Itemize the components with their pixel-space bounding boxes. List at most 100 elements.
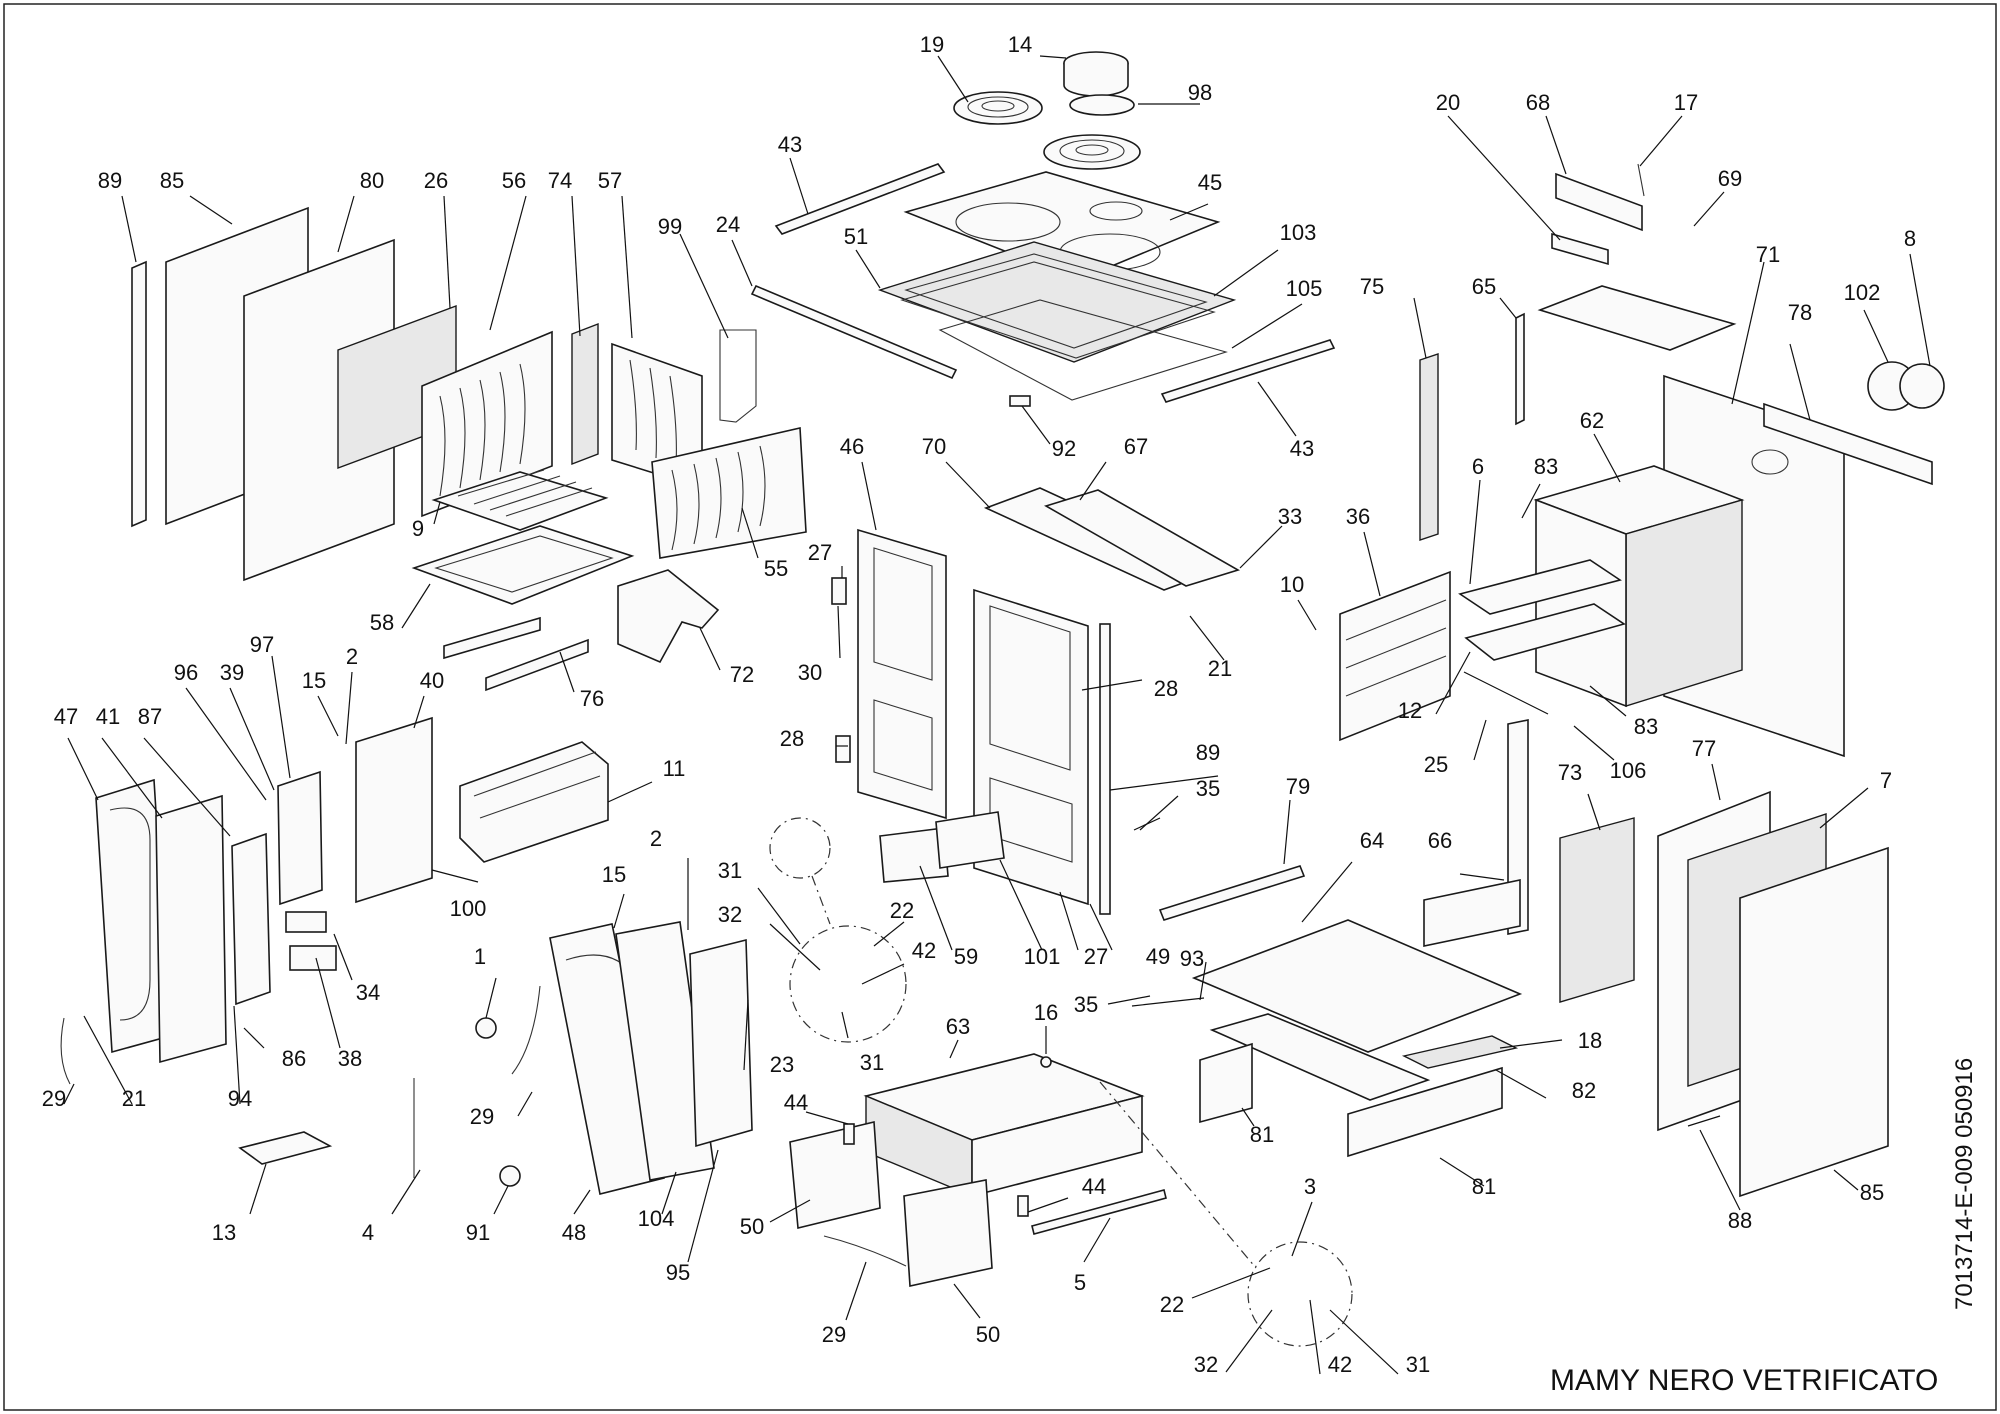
callout-50-right: 50 bbox=[976, 1322, 1000, 1347]
callout-102: 102 bbox=[1844, 280, 1881, 305]
callout-31: 31 bbox=[718, 858, 742, 883]
hook-99 bbox=[719, 329, 757, 423]
callout-35: 35 bbox=[1196, 776, 1220, 801]
callout-65: 65 bbox=[1472, 274, 1496, 299]
plate-13 bbox=[238, 1131, 333, 1165]
callout-40: 40 bbox=[420, 668, 444, 693]
callout-88: 88 bbox=[1728, 1208, 1752, 1233]
callout-29-left: 29 bbox=[42, 1086, 66, 1111]
gasket-105 bbox=[938, 299, 1228, 401]
glass-41 bbox=[155, 794, 227, 1064]
detail-circle-hinge bbox=[789, 925, 907, 1043]
plate-72 bbox=[617, 569, 720, 664]
hob-ring-2 bbox=[1043, 134, 1141, 170]
callout-32-lower: 32 bbox=[1194, 1352, 1218, 1377]
callout-98: 98 bbox=[1188, 80, 1212, 105]
callout-73: 73 bbox=[1558, 760, 1582, 785]
glass-23 bbox=[689, 938, 753, 1148]
clip-92 bbox=[1009, 395, 1031, 407]
callout-72: 72 bbox=[730, 662, 754, 687]
strip-75 bbox=[1419, 353, 1439, 541]
drawer-front-50b bbox=[903, 1179, 993, 1287]
knob-1 bbox=[475, 1017, 497, 1039]
strip-88 bbox=[1687, 1115, 1721, 1127]
callout-51: 51 bbox=[844, 224, 868, 249]
callout-106: 106 bbox=[1610, 758, 1647, 783]
callout-31-mid: 31 bbox=[860, 1050, 884, 1075]
panel-79 bbox=[1158, 865, 1306, 921]
callout-3: 3 bbox=[1304, 1174, 1316, 1199]
callout-75: 75 bbox=[1360, 274, 1384, 299]
panel-59 bbox=[879, 827, 949, 883]
callout-15-lower: 15 bbox=[602, 862, 626, 887]
callout-44: 44 bbox=[784, 1090, 808, 1115]
drawer-63 bbox=[863, 1053, 1145, 1198]
callout-56: 56 bbox=[502, 168, 526, 193]
callout-27: 27 bbox=[808, 540, 832, 565]
rail-43-right bbox=[1160, 339, 1336, 403]
callout-66: 66 bbox=[1428, 828, 1452, 853]
rail-24 bbox=[750, 284, 958, 380]
callout-19: 19 bbox=[920, 32, 944, 57]
rail-43-top bbox=[774, 163, 946, 235]
callout-7: 7 bbox=[1880, 768, 1892, 793]
gasket-103 bbox=[900, 261, 1216, 359]
callout-101: 101 bbox=[1024, 944, 1061, 969]
callout-95: 95 bbox=[666, 1260, 690, 1285]
bracket-44a bbox=[843, 1123, 855, 1145]
callout-47: 47 bbox=[54, 704, 78, 729]
callout-62: 62 bbox=[1580, 408, 1604, 433]
plate-94 bbox=[231, 832, 271, 1006]
callout-33: 33 bbox=[1278, 504, 1302, 529]
latch-27 bbox=[831, 577, 847, 605]
callout-39: 39 bbox=[220, 660, 244, 685]
detail-leader bbox=[1099, 1081, 1257, 1269]
handle-29-drawer bbox=[823, 1235, 907, 1267]
callout-74: 74 bbox=[548, 168, 572, 193]
callout-26: 26 bbox=[424, 168, 448, 193]
callout-15: 15 bbox=[302, 668, 326, 693]
callout-87: 87 bbox=[138, 704, 162, 729]
callout-49: 49 bbox=[1146, 944, 1170, 969]
callout-70: 70 bbox=[922, 434, 946, 459]
callout-9: 9 bbox=[412, 516, 424, 541]
callout-labels: 19 14 98 43 45 51 103 24 105 99 92 43 20… bbox=[42, 32, 1916, 1377]
callout-105: 105 bbox=[1286, 276, 1323, 301]
frame-18 bbox=[1209, 1013, 1431, 1101]
base-plate-64 bbox=[1191, 919, 1523, 1053]
callout-29-drawer: 29 bbox=[822, 1322, 846, 1347]
callout-1: 1 bbox=[474, 944, 486, 969]
callout-55: 55 bbox=[764, 556, 788, 581]
callout-69: 69 bbox=[1718, 166, 1742, 191]
callout-97: 97 bbox=[250, 632, 274, 657]
slide-5 bbox=[1031, 1189, 1167, 1235]
callout-43: 43 bbox=[778, 132, 802, 157]
callout-99: 99 bbox=[658, 214, 682, 239]
callout-89-middle: 89 bbox=[1196, 740, 1220, 765]
latch-28 bbox=[835, 735, 851, 763]
pin-16 bbox=[1040, 1056, 1052, 1068]
detail-circle-upper bbox=[769, 817, 831, 879]
base-81-right bbox=[1347, 1066, 1503, 1158]
callout-2: 2 bbox=[346, 644, 358, 669]
strip-66 bbox=[1507, 719, 1529, 935]
handle-29-oven bbox=[511, 985, 541, 1075]
callout-30: 30 bbox=[798, 660, 822, 685]
callout-25: 25 bbox=[1424, 752, 1448, 777]
plate-66 bbox=[1423, 879, 1521, 947]
callout-45: 45 bbox=[1198, 170, 1222, 195]
callout-41: 41 bbox=[96, 704, 120, 729]
callout-23: 23 bbox=[770, 1052, 794, 1077]
knob-91 bbox=[499, 1165, 521, 1187]
hob-ring-19 bbox=[953, 91, 1043, 125]
callout-6: 6 bbox=[1472, 454, 1484, 479]
callout-48: 48 bbox=[562, 1220, 586, 1245]
plate-69 bbox=[1537, 285, 1737, 351]
ashbox-11 bbox=[459, 741, 609, 863]
callout-4: 4 bbox=[362, 1220, 374, 1245]
cooktop-frame-51 bbox=[877, 241, 1237, 363]
callout-96: 96 bbox=[174, 660, 198, 685]
callout-16: 16 bbox=[1034, 1000, 1058, 1025]
callout-85: 85 bbox=[160, 168, 184, 193]
cover-8 bbox=[1899, 363, 1945, 409]
